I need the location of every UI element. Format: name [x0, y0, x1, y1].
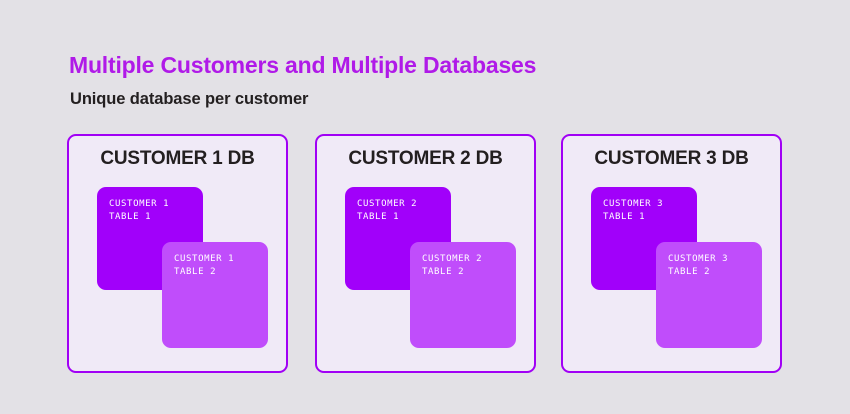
table-box: CUSTOMER 1 TABLE 1: [97, 187, 203, 290]
table-box-line-1: CUSTOMER 2: [357, 199, 418, 209]
table-box-line-1: CUSTOMER 3: [603, 199, 664, 209]
database-card: CUSTOMER 2 DB CUSTOMER 2 TABLE 1 CUSTOME…: [315, 134, 536, 373]
database-card-title: CUSTOMER 2 DB: [348, 148, 503, 169]
table-box-line-2: TABLE 1: [357, 212, 400, 222]
table-box: CUSTOMER 3 TABLE 2: [656, 242, 762, 348]
database-card: CUSTOMER 3 DB CUSTOMER 3 TABLE 1 CUSTOME…: [561, 134, 782, 373]
table-box-line-2: TABLE 1: [603, 212, 646, 222]
table-box-line-1: CUSTOMER 1: [109, 199, 170, 209]
table-box-line-2: TABLE 1: [109, 212, 152, 222]
database-card-title: CUSTOMER 3 DB: [594, 148, 749, 169]
page-title: Multiple Customers and Multiple Database…: [69, 52, 537, 78]
table-box-line-1: CUSTOMER 2: [422, 254, 483, 264]
table-box: CUSTOMER 2 TABLE 2: [410, 242, 516, 348]
database-card-title: CUSTOMER 1 DB: [100, 148, 255, 169]
table-box-line-1: CUSTOMER 3: [668, 254, 729, 264]
table-box: CUSTOMER 1 TABLE 2: [162, 242, 268, 348]
table-box-line-2: TABLE 2: [174, 267, 217, 277]
table-box-line-2: TABLE 2: [422, 267, 465, 277]
table-box-line-2: TABLE 2: [668, 267, 711, 277]
table-box-line-1: CUSTOMER 1: [174, 254, 235, 264]
database-card: CUSTOMER 1 DB CUSTOMER 1 TABLE 1 CUSTOME…: [67, 134, 288, 373]
page-subtitle: Unique database per customer: [70, 90, 309, 108]
